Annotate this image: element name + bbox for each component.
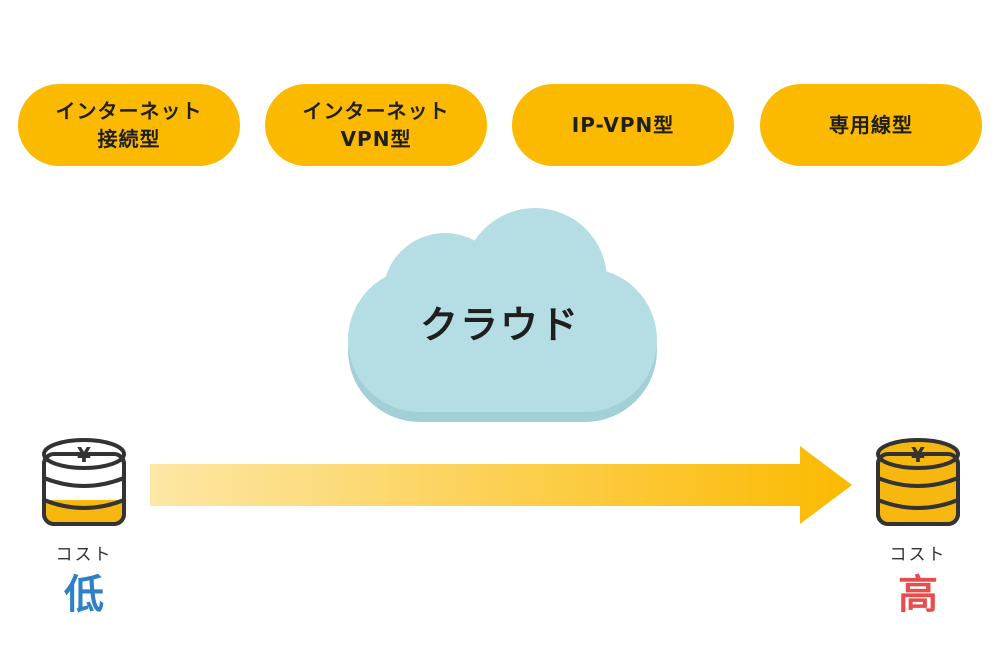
cloud-icon: クラウド xyxy=(348,208,657,422)
cost-high-label: コスト xyxy=(889,545,947,565)
pill-internet-vpn: インターネット VPN型 xyxy=(265,84,487,166)
cost-arrow xyxy=(150,446,852,524)
pill-internet-connection: インターネット 接続型 xyxy=(18,84,240,166)
cloud-body xyxy=(348,208,657,412)
pill-dedicated-line: 専用線型 xyxy=(760,84,982,166)
pill-label-line2: VPN型 xyxy=(340,127,412,151)
pill-label-line1: 専用線型 xyxy=(829,113,913,137)
cost-low-level: 低 xyxy=(64,572,104,618)
cost-high-level: 高 xyxy=(898,572,938,618)
yen-symbol: ¥ xyxy=(911,443,925,467)
cloud-label: クラウド xyxy=(420,303,580,347)
pill-label-line1: IP-VPN型 xyxy=(571,113,675,137)
pill-ip-vpn: IP-VPN型 xyxy=(512,84,734,166)
cost-low-label: コスト xyxy=(55,545,113,565)
pill-label-line2: 接続型 xyxy=(97,127,161,151)
coin-stack-low-icon: ¥ xyxy=(42,438,126,526)
pill-label-line1: インターネット xyxy=(302,99,450,123)
coin-stack-high-icon: ¥ xyxy=(876,438,960,526)
yen-symbol: ¥ xyxy=(77,443,91,467)
pill-label-line1: インターネット xyxy=(55,99,203,123)
